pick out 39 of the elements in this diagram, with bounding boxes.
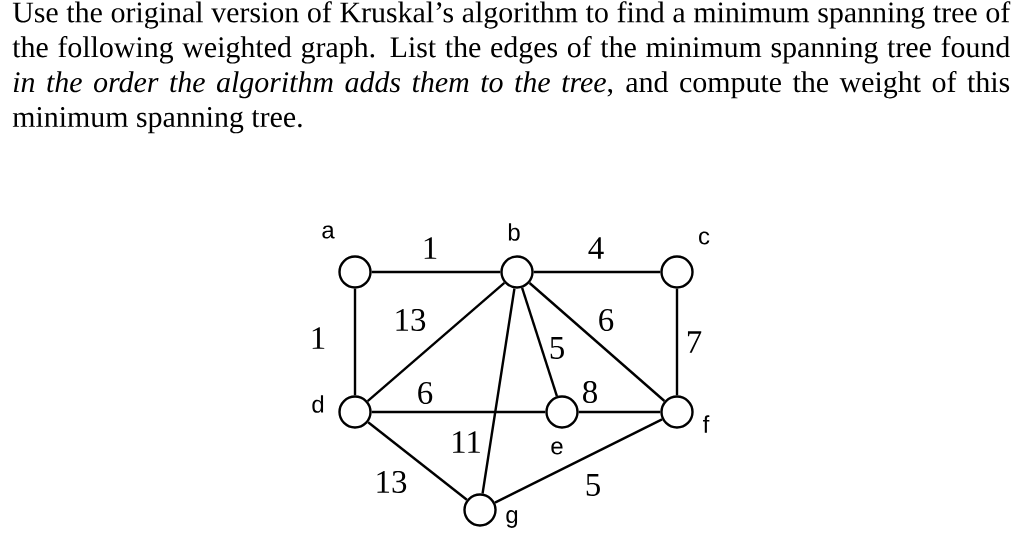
graph-edge xyxy=(367,421,468,501)
edge-weight: 13 xyxy=(392,307,428,333)
vertex-circle xyxy=(660,255,694,289)
edge-weight: 6 xyxy=(415,380,435,406)
edge-weight: 6 xyxy=(596,307,616,333)
vertex-label: b xyxy=(508,223,520,241)
edge-weight: 7 xyxy=(684,330,704,354)
vertex-circle xyxy=(338,255,372,289)
graph-edge xyxy=(528,282,666,402)
edge-weight: 11 xyxy=(449,430,483,454)
graph-edge xyxy=(371,410,546,414)
vertex-label: a xyxy=(322,225,335,239)
edge-weight: 1 xyxy=(308,326,328,350)
graph-edge xyxy=(520,287,559,397)
edge-weight: 5 xyxy=(583,473,603,497)
graph-edge xyxy=(578,410,661,414)
graph-edge xyxy=(481,288,516,494)
graph-edge xyxy=(366,282,506,402)
graph-edge xyxy=(494,418,663,504)
graph-edge xyxy=(353,288,357,396)
question-text: Use the original version of Kruskal’s algorithm to find a minimum spanning tree of the following weighted graph. List the edges of the minimum spanning tree found in the order the algorithm adds them to the tree, and compute the weight of this minimum spanning tree. xyxy=(12,1,1011,134)
vertex-circle xyxy=(545,395,579,429)
edge-weight: 5 xyxy=(547,336,567,360)
graph-edge xyxy=(533,270,661,274)
vertex-label: e xyxy=(551,441,563,455)
vertex-label: d xyxy=(312,395,324,413)
vertex-label: c xyxy=(699,231,710,245)
edge-weight: 4 xyxy=(586,236,606,260)
vertex-circle xyxy=(660,395,694,429)
vertex-label: f xyxy=(703,415,710,433)
vertex-circle xyxy=(500,255,534,289)
edge-weight: 8 xyxy=(580,379,600,405)
graph-edge xyxy=(675,288,679,396)
vertex-circle xyxy=(463,493,497,527)
vertex-label: g xyxy=(506,510,518,528)
graph-edge xyxy=(371,270,501,274)
edge-weight: 13 xyxy=(373,469,409,495)
edge-weight: 1 xyxy=(420,236,440,260)
vertex-circle xyxy=(338,395,372,429)
